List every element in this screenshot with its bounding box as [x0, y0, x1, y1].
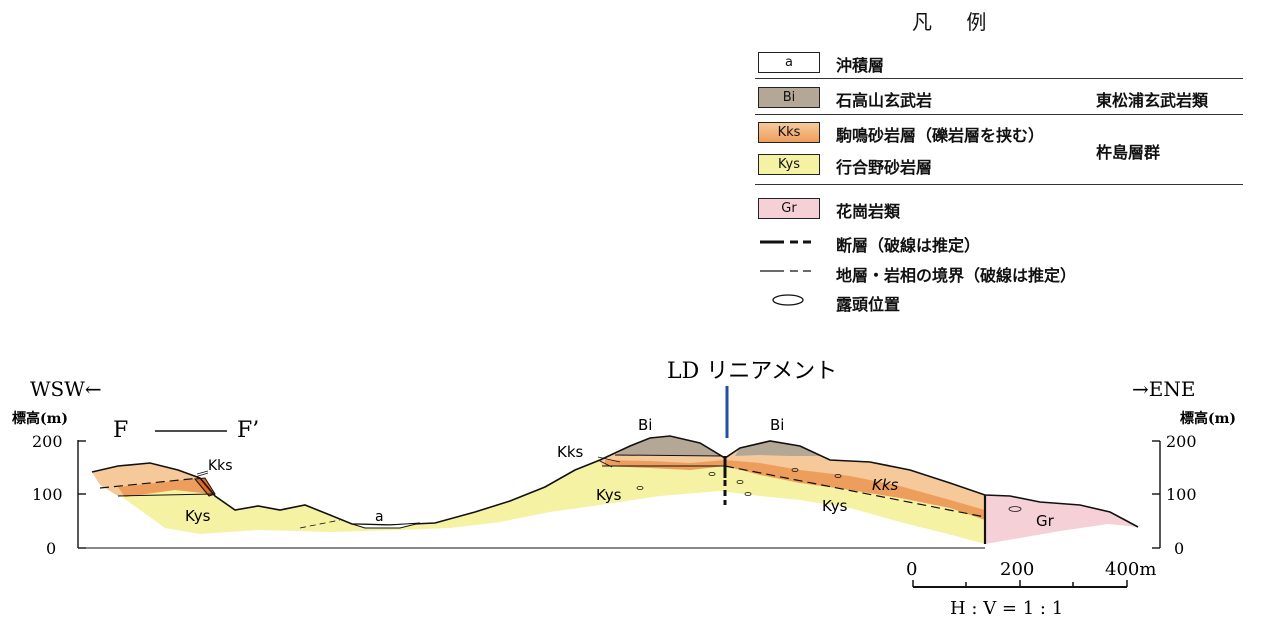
legend-divider — [755, 114, 1243, 115]
scale-tick-200: 200 — [1000, 559, 1034, 580]
profile-start: F — [113, 418, 128, 443]
legend-label-fault: 断層（破線は推定） — [836, 236, 981, 255]
legend-divider — [755, 78, 1243, 79]
label-kys-left: Kys — [185, 507, 211, 525]
outcrop-ellipse-icon — [772, 294, 804, 306]
scale-tick-400: 400m — [1105, 559, 1156, 580]
boundary-left-2 — [117, 493, 213, 497]
kks-left-dark — [118, 478, 212, 497]
swatch-basalt: Bi — [758, 87, 820, 108]
scale-tick-0: 0 — [906, 559, 917, 580]
label-kks-right: Kks — [872, 476, 899, 494]
legend-label-boundary: 地層・岩相の境界（破線は推定） — [836, 266, 1077, 285]
swatch-yukiaino-sandstone: Kys — [758, 154, 820, 175]
label-kys-right: Kys — [822, 497, 848, 515]
legend-label-granite: 花崗岩類 — [836, 202, 901, 221]
boundary-line-icon — [760, 270, 816, 272]
outcrops — [636, 467, 1022, 512]
swatch-komanaki-sandstone: Kks — [758, 122, 820, 143]
left-tick-label-0: 0 — [46, 539, 56, 558]
legend-label-outcrop: 露頭位置 — [836, 295, 901, 314]
alluvium — [351, 522, 421, 529]
legend-label-alluvium: 沖積層 — [836, 56, 885, 75]
direction-right: →ENE — [1132, 377, 1195, 401]
legend-title: 凡 例 — [912, 10, 1001, 34]
profile-end: F’ — [237, 418, 259, 443]
scale-ratio: H : V = 1 : 1 — [950, 598, 1063, 619]
label-gr: Gr — [1036, 512, 1055, 530]
lineament-label: LD リニアメント — [667, 359, 837, 384]
swatch-alluvium: a — [758, 52, 820, 73]
label-a: a — [375, 509, 384, 525]
right-tick-label-200: 200 — [1166, 432, 1197, 451]
bi-left-cap — [615, 436, 722, 456]
label-bi-left: Bi — [638, 416, 652, 434]
left-tick-label-100: 100 — [32, 485, 63, 504]
boundary-a — [299, 519, 341, 529]
label-kks-left: Kks — [208, 458, 233, 474]
bi-right-cap — [735, 441, 822, 456]
direction-left: WSW← — [30, 377, 102, 401]
right-axis-title: 標高(m) — [1180, 410, 1236, 427]
legend-label-basalt: 石高山玄武岩 — [836, 91, 933, 110]
granite-body — [985, 495, 1138, 544]
ground-surface — [91, 435, 1139, 528]
fault-line-icon — [760, 240, 816, 244]
boundary-left — [99, 477, 201, 489]
legend-label-komanaki-sandstone: 駒鳴砂岩層（礫岩層を挟む） — [836, 126, 1045, 145]
label-kys-mid: Kys — [596, 486, 622, 504]
right-tick-label-0: 0 — [1174, 539, 1184, 558]
boundary-right-dashed — [724, 465, 986, 518]
left-axis-title: 標高(m) — [12, 410, 68, 427]
label-kks-mid: Kks — [557, 443, 584, 461]
swatch-granite: Gr — [758, 198, 820, 219]
left-tick-label-200: 200 — [32, 432, 63, 451]
group-label-kishima: 杵島層群 — [1096, 143, 1161, 162]
kks-left-fault-block — [194, 477, 216, 497]
boundary-bi — [614, 454, 723, 457]
label-bi-right: Bi — [770, 416, 784, 434]
legend-divider — [755, 184, 1243, 185]
right-tick-label-100: 100 — [1166, 485, 1197, 504]
legend-label-yukiaino-sandstone: 行合野砂岩層 — [836, 158, 933, 177]
group-label-higashimatsuura: 東松浦玄武岩類 — [1096, 91, 1209, 110]
